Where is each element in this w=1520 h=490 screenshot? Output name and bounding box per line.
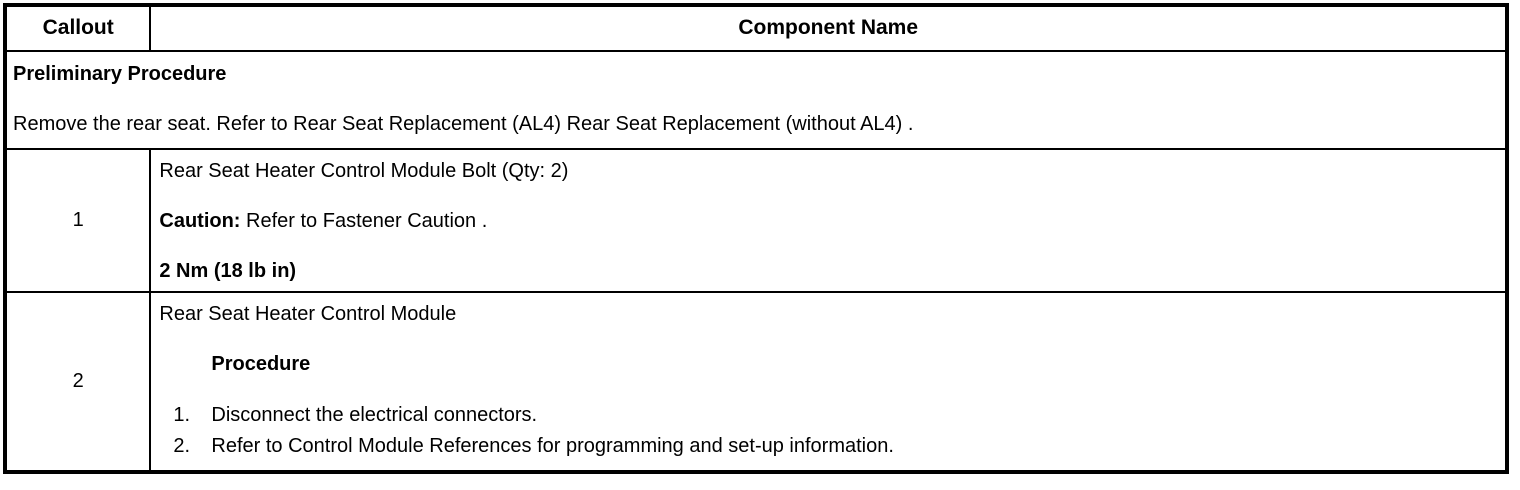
caution-label-1: Caution: xyxy=(159,210,241,232)
step-number: 2. xyxy=(173,435,191,458)
header-row: Callout Component Name xyxy=(3,4,1508,52)
preliminary-procedure-body: Remove the rear seat. Refer to Rear Seat… xyxy=(13,113,914,135)
step-number: 1. xyxy=(173,404,191,426)
procedure-heading-2: Procedure xyxy=(211,353,311,375)
header-callout: Callout xyxy=(3,4,152,52)
component-title-2: Rear Seat Heater Control Module xyxy=(159,303,457,325)
component-title-1: Rear Seat Heater Control Module Bolt (Qt… xyxy=(159,160,569,182)
list-item: 1. Disconnect the electrical connectors. xyxy=(159,400,1505,431)
caution-note-1: Caution: Refer to Fastener Caution . xyxy=(159,209,1505,233)
step-text: Refer to Control Module References for p… xyxy=(211,435,894,458)
step-text: Disconnect the electrical connectors. xyxy=(211,404,538,426)
preliminary-procedure-title: Preliminary Procedure xyxy=(13,63,227,85)
component-description-1: Rear Seat Heater Control Module Bolt (Qt… xyxy=(149,148,1508,293)
table-header: Callout Component Name xyxy=(3,4,1508,52)
table-body: Preliminary Procedure Remove the rear se… xyxy=(3,50,1508,474)
component-description-2: Rear Seat Heater Control Module Procedur… xyxy=(149,290,1508,474)
preliminary-procedure-row: Preliminary Procedure Remove the rear se… xyxy=(4,50,1508,150)
procedure-step-list-2: 1. Disconnect the electrical connectors.… xyxy=(159,400,1505,462)
callout-number-1: 1 xyxy=(3,148,152,293)
torque-specification-1: 2 Nm (18 lb in) xyxy=(159,260,297,282)
caution-text-1: Refer to Fastener Caution . xyxy=(240,210,488,232)
header-component-name: Component Name xyxy=(149,4,1508,52)
callout-number-2: 2 xyxy=(3,290,152,474)
table-row: 1 Rear Seat Heater Control Module Bolt (… xyxy=(3,148,1508,293)
component-callout-table: Callout Component Name Preliminary Proce… xyxy=(3,3,1509,475)
table-row: 2 Rear Seat Heater Control Module Proced… xyxy=(3,290,1508,474)
preliminary-procedure-cell: Preliminary Procedure Remove the rear se… xyxy=(4,50,1508,150)
list-item: 2. Refer to Control Module References fo… xyxy=(159,431,1505,462)
